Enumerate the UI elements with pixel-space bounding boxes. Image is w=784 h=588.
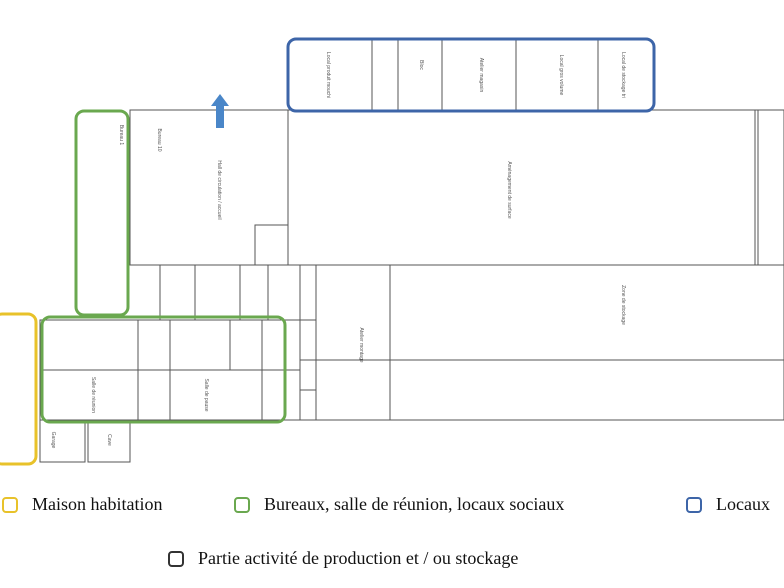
atelier-room bbox=[315, 264, 391, 421]
garage-room bbox=[39, 419, 86, 463]
north-arrow-icon bbox=[211, 94, 229, 128]
label-bureau-top: Bureau 10 bbox=[156, 128, 162, 151]
legend-bureaux-label: Bureaux, salle de réunion, locaux sociau… bbox=[264, 494, 565, 514]
zone-habitation-outline bbox=[0, 312, 38, 466]
locker-room bbox=[254, 224, 289, 266]
room-labels: Local produit mouchi Bloc Atelier magasi… bbox=[50, 52, 626, 449]
label-zone-stockage: Zone de stockage bbox=[620, 285, 626, 325]
warehouse-lower-right-block bbox=[389, 264, 784, 361]
building-walls bbox=[39, 109, 784, 463]
label-atelier: Atelier montage bbox=[358, 327, 364, 362]
legend-locaux-label: Locaux bbox=[716, 494, 770, 514]
legend-bureaux: Bureaux, salle de réunion, locaux sociau… bbox=[234, 494, 564, 515]
floor-plan: Local produit mouchi Bloc Atelier magasi… bbox=[0, 37, 784, 466]
label-reunion: Salle de réunion bbox=[90, 377, 96, 413]
warehouse-right-extension bbox=[754, 109, 784, 266]
zone-bureaux-outline-top bbox=[74, 109, 130, 317]
zone-locaux-outline bbox=[286, 37, 656, 113]
label-amenagement: Aménagement de surface bbox=[506, 161, 512, 218]
legend-habitation-label: Maison habitation bbox=[32, 494, 163, 514]
label-local-gros: Local gros volume bbox=[558, 55, 564, 96]
central-office-block bbox=[159, 264, 301, 321]
legend-habitation: Maison habitation bbox=[2, 494, 162, 515]
label-bloc: Bloc bbox=[418, 60, 424, 70]
legend-production: Partie activité de production et / ou st… bbox=[168, 548, 518, 569]
small-room bbox=[299, 389, 317, 421]
warehouse-bottom-block bbox=[299, 359, 784, 421]
label-local-tri: Local de stockage tri bbox=[620, 52, 626, 98]
warehouse-upper-block bbox=[287, 109, 759, 266]
legend-production-label: Partie activité de production et / ou st… bbox=[198, 548, 519, 568]
zone-bureaux-outline-bottom bbox=[40, 315, 287, 424]
locaux-swatch-icon bbox=[686, 496, 702, 513]
label-garage: Garage bbox=[50, 432, 56, 449]
legend-locaux: Locaux bbox=[686, 494, 770, 515]
hall-room bbox=[129, 109, 289, 266]
top-annex bbox=[371, 40, 599, 110]
cave-room bbox=[87, 419, 131, 463]
habitation-swatch-icon bbox=[2, 496, 18, 513]
label-cave: Cave bbox=[106, 434, 112, 446]
label-salle-pause: Salle de pause bbox=[203, 378, 209, 411]
label-hall: Hall de circulation / accueil bbox=[216, 160, 222, 219]
label-bureau-gauche: Bureau 1 bbox=[118, 125, 124, 146]
production-swatch-icon bbox=[168, 550, 184, 567]
bureaux-swatch-icon bbox=[234, 496, 250, 513]
label-atelier-magasin: Atelier magasin bbox=[478, 58, 484, 93]
label-local-produit: Local produit mouchi bbox=[325, 52, 331, 98]
